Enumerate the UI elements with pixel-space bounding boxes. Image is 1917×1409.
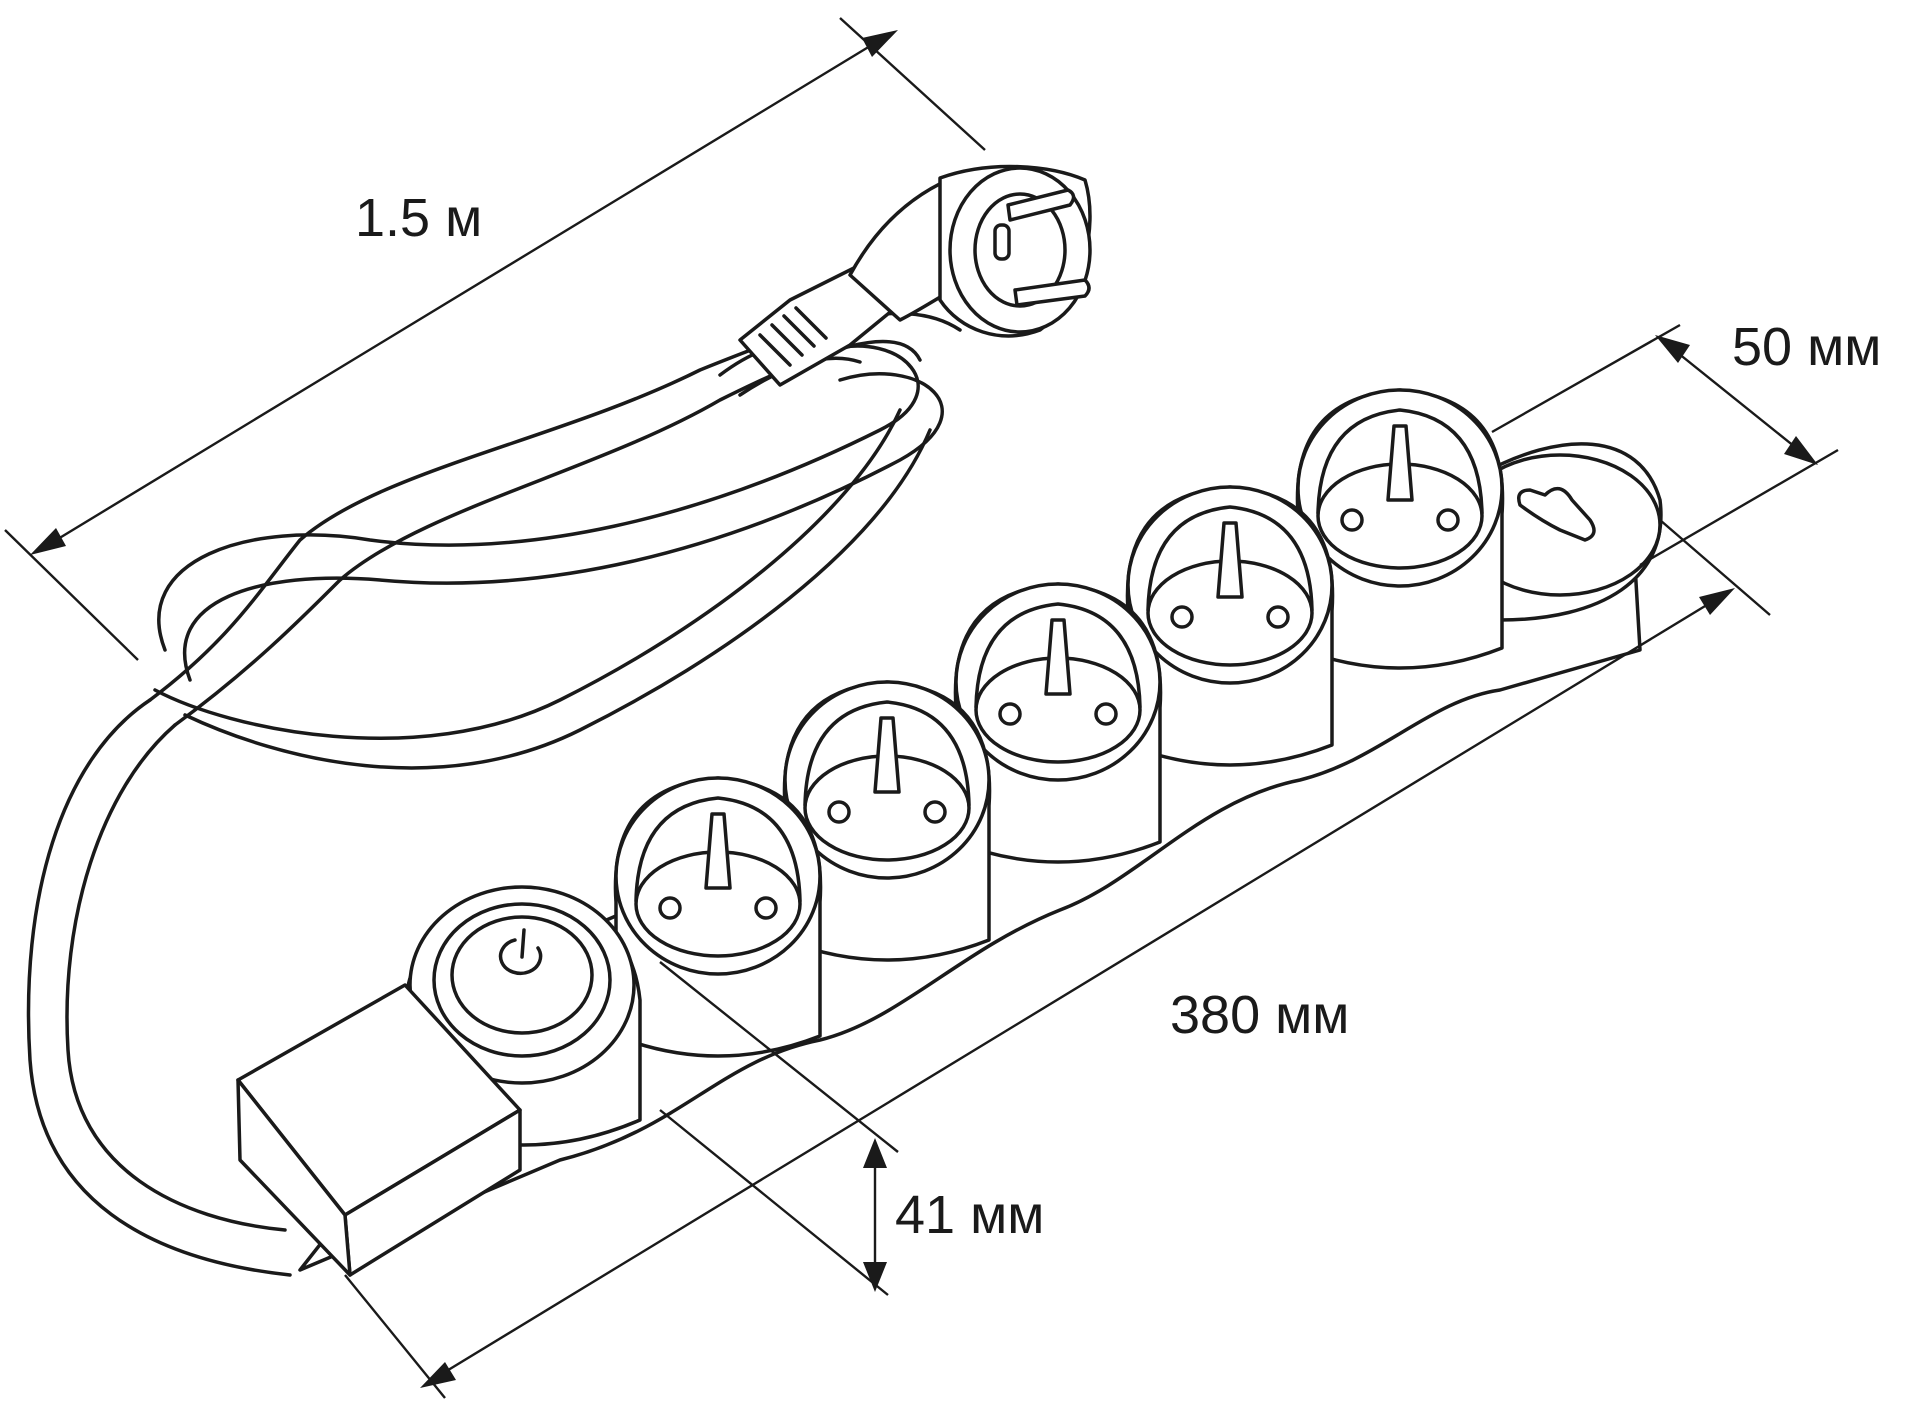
socket-1: [613, 776, 823, 1058]
power-strip: [236, 388, 1663, 1277]
height-label: 41 мм: [895, 1185, 1044, 1245]
dimension-height: 41 мм: [659, 961, 1044, 1296]
power-button[interactable]: [450, 915, 594, 1035]
mounting-tab: [1458, 442, 1663, 622]
dimension-width: 50 мм: [1491, 317, 1881, 567]
power-icon: [498, 928, 543, 976]
power-cord: [26, 311, 962, 1277]
dimension-length: 380 мм: [344, 519, 1771, 1399]
width-label: 50 мм: [1732, 317, 1881, 377]
switch-housing: [403, 885, 642, 1147]
cord-length-label: 1.5 м: [355, 188, 482, 248]
dimension-cord-length: 1.5 м: [4, 17, 986, 661]
cord-entry-box: [236, 983, 522, 1277]
mounting-hole-icon: [1517, 486, 1596, 542]
length-label: 380 мм: [1170, 985, 1349, 1045]
schuko-plug-icon: [738, 164, 1092, 387]
